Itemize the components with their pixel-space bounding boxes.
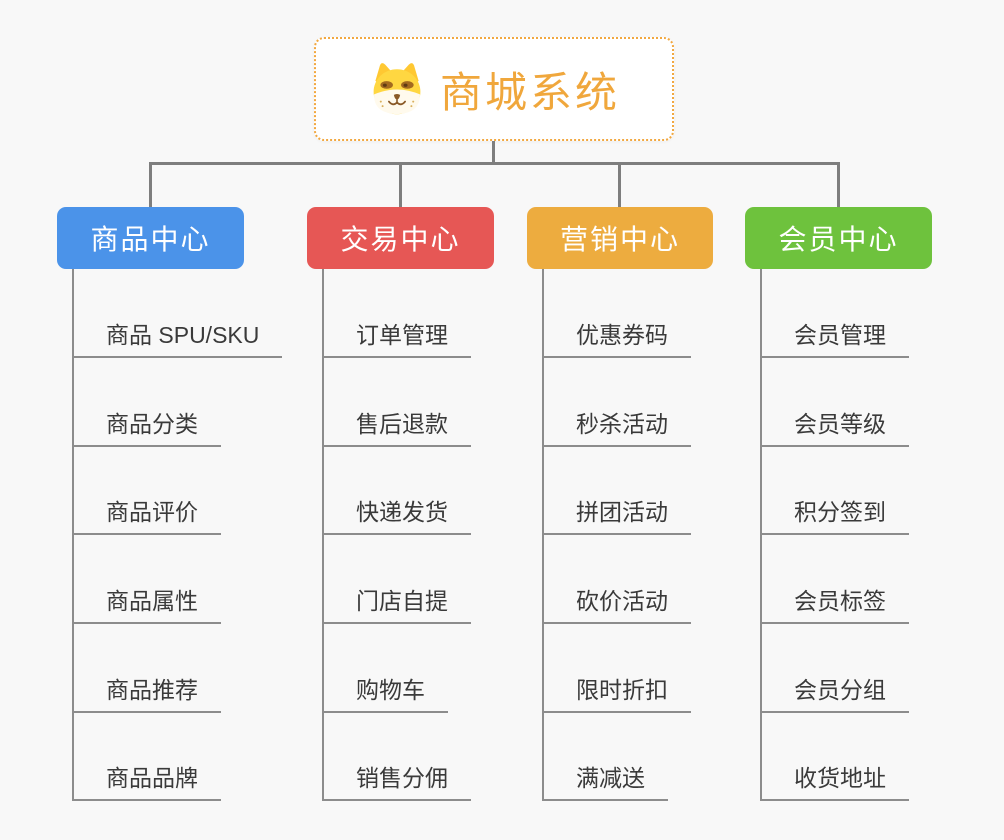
branch-node-member-center[interactable]: 会员中心 [745, 207, 932, 269]
branch-spine-connector [149, 162, 840, 165]
branch-vline-connector [542, 269, 544, 801]
branch-column-trade: 订单管理 售后退款 快递发货 门店自提 购物车 销售分佣 [322, 269, 572, 809]
child-topic[interactable]: 商品评价 [72, 497, 221, 535]
branch-vline-connector [760, 269, 762, 801]
branch-column-product: 商品 SPU/SKU 商品分类 商品评价 商品属性 商品推荐 商品品牌 [72, 269, 322, 809]
child-topic[interactable]: 收货地址 [760, 763, 909, 801]
root-title: 商城系统 [439, 68, 620, 116]
dog-face-icon [373, 63, 421, 115]
child-topic[interactable]: 门店自提 [322, 586, 471, 624]
branch-vline-connector [72, 269, 74, 801]
child-topic[interactable]: 优惠券码 [542, 320, 691, 358]
branch-column-member: 会员管理 会员等级 积分签到 会员标签 会员分组 收货地址 [760, 269, 1004, 809]
root-node[interactable]: 商城系统 [314, 37, 674, 141]
child-topic[interactable]: 积分签到 [760, 497, 909, 535]
child-topic[interactable]: 拼团活动 [542, 497, 691, 535]
child-topic[interactable]: 售后退款 [322, 409, 471, 447]
child-topic[interactable]: 砍价活动 [542, 586, 691, 624]
branch-node-trade-center[interactable]: 交易中心 [307, 207, 494, 269]
branch-node-marketing-center[interactable]: 营销中心 [527, 207, 713, 269]
branch-drop-connector [149, 162, 152, 208]
child-topic[interactable]: 快递发货 [322, 497, 471, 535]
root-stem-connector [492, 141, 495, 163]
child-topic[interactable]: 商品 SPU/SKU [72, 320, 283, 358]
child-topic[interactable]: 满减送 [542, 763, 668, 801]
child-topic[interactable]: 订单管理 [322, 320, 471, 358]
child-topic[interactable]: 秒杀活动 [542, 409, 691, 447]
child-topic[interactable]: 会员管理 [760, 320, 909, 358]
branch-drop-connector [618, 162, 621, 208]
child-topic[interactable]: 会员标签 [760, 586, 909, 624]
child-topic[interactable]: 会员分组 [760, 675, 909, 713]
branch-drop-connector [837, 162, 840, 208]
child-topic[interactable]: 商品品牌 [72, 763, 221, 801]
child-topic[interactable]: 商品属性 [72, 586, 221, 624]
child-topic[interactable]: 购物车 [322, 675, 448, 713]
child-topic[interactable]: 会员等级 [760, 409, 909, 447]
branch-node-product-center[interactable]: 商品中心 [57, 207, 244, 269]
branch-drop-connector [399, 162, 402, 208]
child-topic[interactable]: 商品推荐 [72, 675, 221, 713]
child-topic[interactable]: 销售分佣 [322, 763, 471, 801]
child-topic[interactable]: 商品分类 [72, 409, 221, 447]
child-topic[interactable]: 限时折扣 [542, 675, 691, 713]
branch-vline-connector [322, 269, 324, 801]
branch-column-marketing: 优惠券码 秒杀活动 拼团活动 砍价活动 限时折扣 满减送 [542, 269, 792, 809]
